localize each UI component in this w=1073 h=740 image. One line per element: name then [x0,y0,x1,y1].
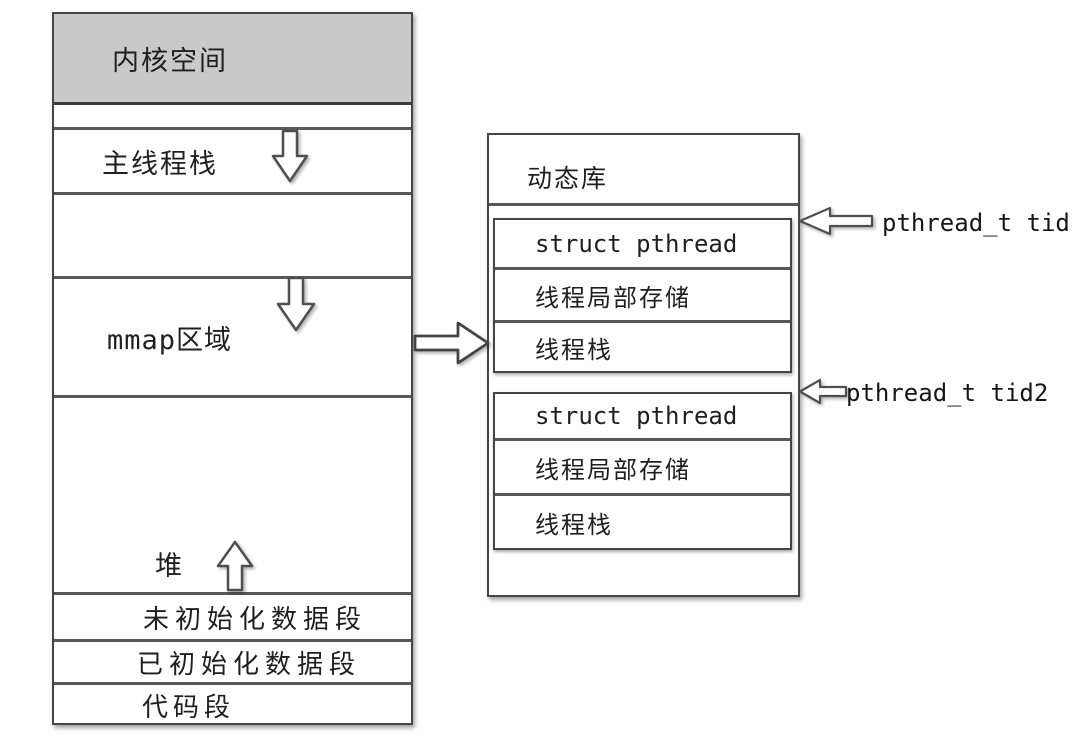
thread1-struct-pthread-label: struct pthread [535,229,738,258]
code-segment-label: 代码段 [142,692,236,723]
segment-uninitialized-data: 未初始化数据段 [54,595,411,642]
thread1-stack-label: 线程栈 [535,335,613,364]
segment-empty [54,195,411,279]
pthread-tid-label: pthread_t tid [882,209,1070,237]
pthread-tid2-label: pthread_t tid2 [846,379,1049,407]
kernel-space-label: 内核空间 [112,45,228,77]
segment-spacer [54,105,411,130]
segment-main-thread-stack: 主线程栈 [54,130,411,195]
thread2-stack-label: 线程栈 [535,510,613,539]
thread1-struct-pthread-row: struct pthread [495,220,790,270]
dynamic-library-box: 动态库 struct pthread 线程局部存储 线程栈 struct pth… [487,133,800,597]
dynamic-library-title: 动态库 [527,164,609,193]
thread2-stack-row: 线程栈 [495,496,790,548]
down-arrow-icon [271,129,309,183]
thread2-tls-row: 线程局部存储 [495,441,790,496]
thread1-stack-row: 线程栈 [495,323,790,371]
thread1-tls-label: 线程局部存储 [535,283,691,312]
dynamic-library-header: 动态库 [489,135,798,206]
mmap-region-label: mmap区域 [107,324,233,356]
segment-kernel-space: 内核空间 [54,14,411,105]
thread2-tls-label: 线程局部存储 [535,455,691,484]
process-memory-box: 内核空间 主线程栈 mmap区域 未初始化数据段 已初始化数据段 代码段 [52,12,413,725]
main-thread-stack-label: 主线程栈 [102,148,218,180]
thread2-struct-pthread-label: struct pthread [535,402,738,430]
uninitialized-data-label: 未初始化数据段 [143,604,368,635]
thread2-struct-pthread-row: struct pthread [495,394,790,441]
down-arrow-icon [276,276,316,332]
up-arrow-icon [216,540,254,592]
segment-initialized-data: 已初始化数据段 [54,642,411,685]
left-arrow-icon [798,206,874,236]
left-arrow-icon [798,377,848,406]
initialized-data-label: 已初始化数据段 [137,649,362,680]
right-arrow-icon [413,318,491,368]
thread1-tls-row: 线程局部存储 [495,270,790,323]
thread-block-2: struct pthread 线程局部存储 线程栈 [493,392,792,550]
segment-heap [54,398,411,595]
segment-code: 代码段 [54,685,411,725]
heap-label: 堆 [155,551,184,582]
thread-block-1: struct pthread 线程局部存储 线程栈 [493,218,792,373]
segment-mmap-region: mmap区域 [54,279,411,398]
